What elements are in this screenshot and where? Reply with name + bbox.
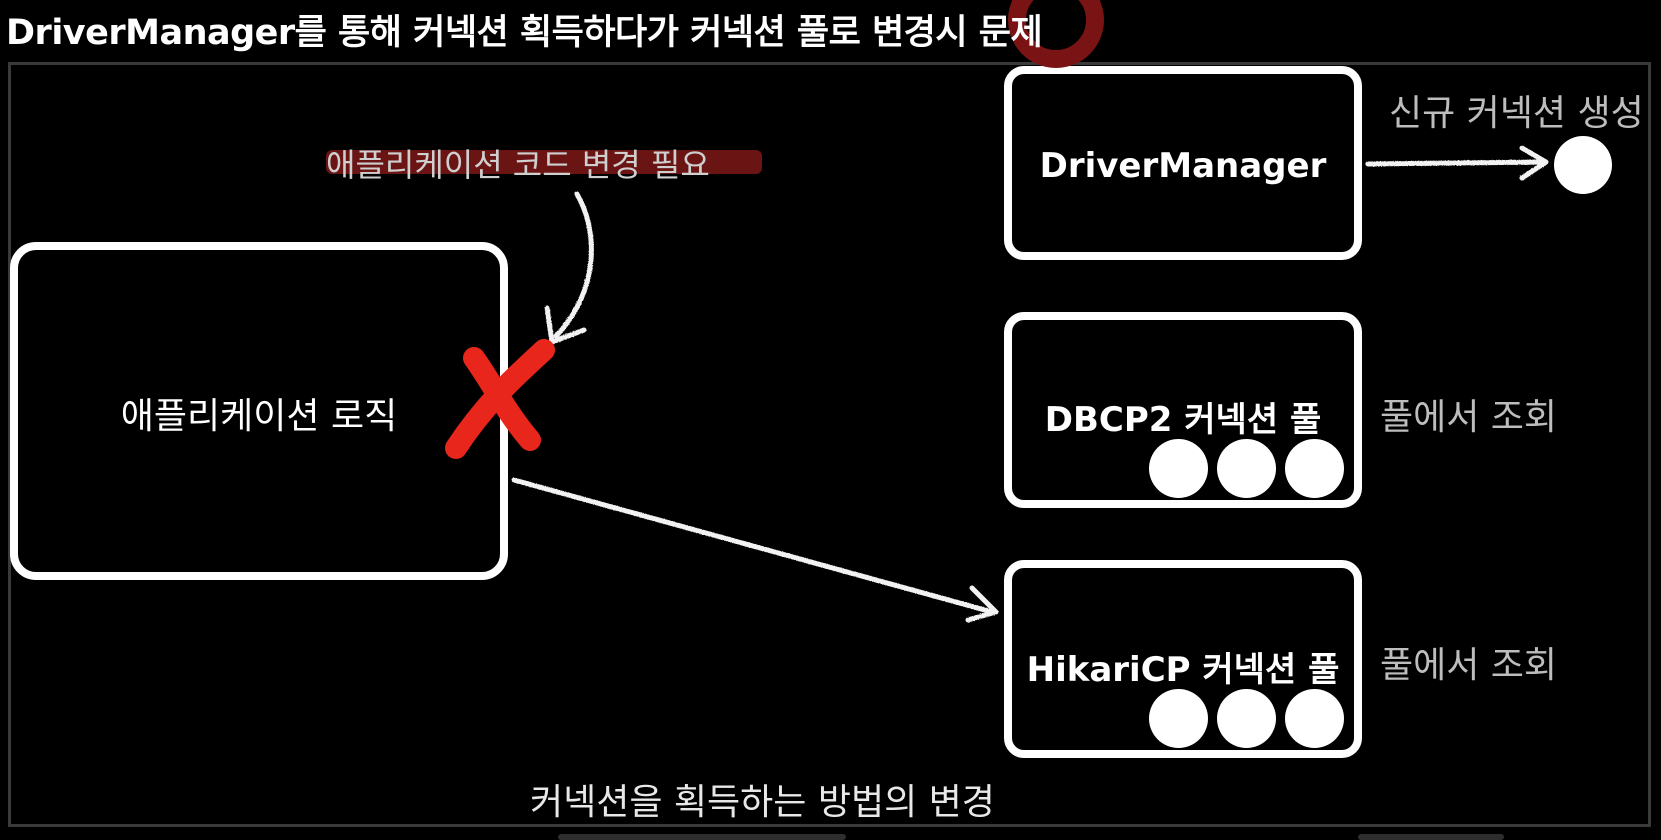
dbcp2-pool-label: DBCP2 커넥션 풀 [1044, 400, 1322, 440]
bottom-bar-right [1358, 834, 1504, 840]
new-connection-label: 신규 커넥션 생성 [1389, 93, 1644, 134]
application-logic-label: 애플리케이션 로직 [120, 396, 398, 437]
connection-circle [1217, 439, 1276, 498]
diagram-frame [8, 62, 1651, 827]
diagram-caption: 커넥션을 획득하는 방법의 변경 [530, 782, 995, 823]
connection-circle [1149, 689, 1208, 748]
dbcp2-connections [1149, 439, 1344, 498]
hikaricp-connections [1149, 689, 1344, 748]
page-title: DriverManager를 통해 커넥션 획득하다가 커넥션 풀로 변경시 문… [6, 13, 1043, 53]
driver-manager-box: DriverManager [1004, 66, 1362, 260]
bottom-bar-left [558, 834, 846, 840]
hikaricp-lookup-label: 풀에서 조회 [1380, 645, 1558, 686]
hikaricp-pool-label: HikariCP 커넥션 풀 [1026, 650, 1340, 690]
connection-circle [1149, 439, 1208, 498]
connection-circle [1285, 689, 1344, 748]
connection-circle [1285, 439, 1344, 498]
code-change-note: 애플리케이션 코드 변경 필요 [326, 146, 710, 184]
connection-circle [1217, 689, 1276, 748]
dbcp2-lookup-label: 풀에서 조회 [1380, 397, 1558, 438]
driver-manager-label: DriverManager [1039, 146, 1327, 186]
hikaricp-pool-box: HikariCP 커넥션 풀 [1004, 560, 1362, 758]
dbcp2-pool-box: DBCP2 커넥션 풀 [1004, 312, 1362, 508]
application-logic-box: 애플리케이션 로직 [10, 242, 508, 580]
note-highlight [326, 150, 762, 174]
